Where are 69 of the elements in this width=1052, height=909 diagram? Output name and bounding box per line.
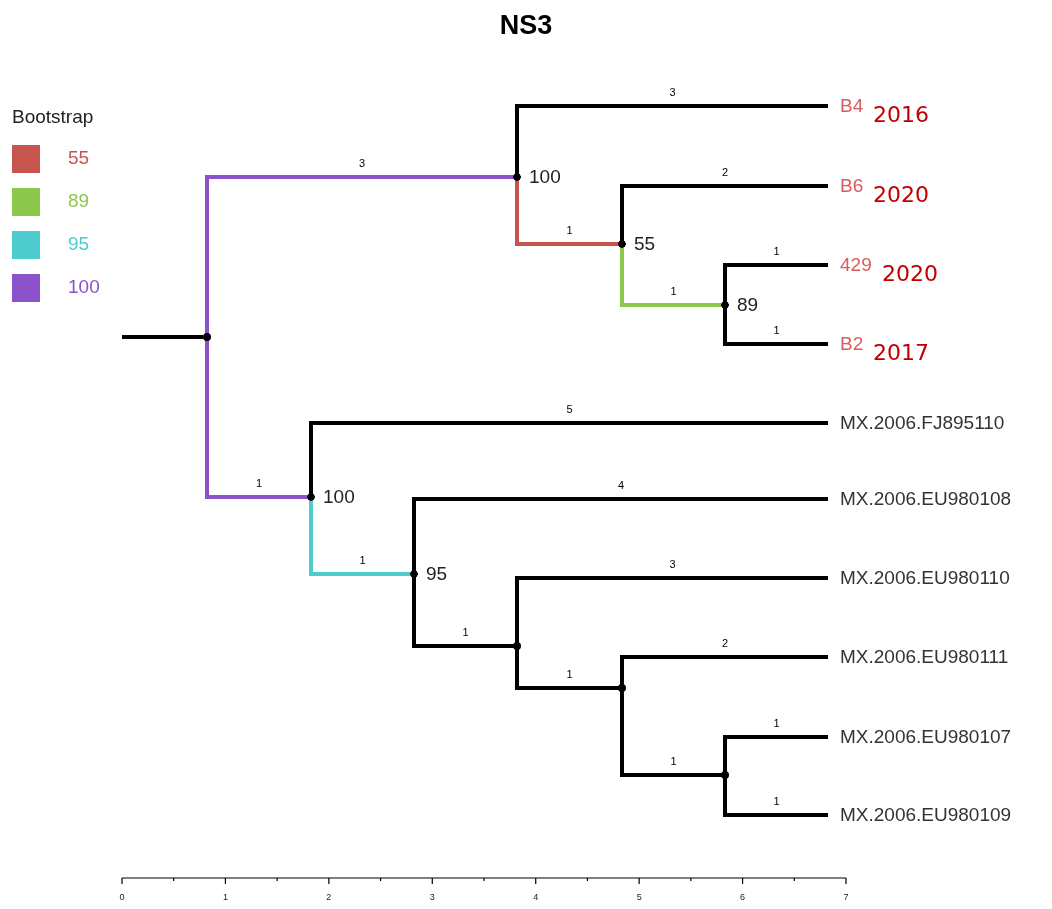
taxon-label: MX.2006.EU980108 (828, 486, 1012, 512)
branch-length-label: 1 (772, 245, 781, 258)
tree-branch (515, 576, 828, 643)
node-dot (203, 333, 211, 341)
tree-branch (412, 497, 828, 571)
year-label: 2016 (873, 102, 929, 127)
branch-length-label: 1 (669, 285, 678, 298)
tree-branch (723, 308, 828, 346)
title: NS3 (498, 10, 554, 41)
year-label: 2020 (882, 261, 938, 286)
axis-tick-label: 4 (533, 892, 539, 902)
legend-title: Bootstrap (12, 106, 94, 128)
taxon-label: MX.2006.EU980110 (828, 565, 1010, 591)
branch-length-label: 1 (254, 477, 264, 490)
tree-branch (309, 421, 828, 494)
branch-length-label: 1 (772, 717, 781, 730)
tree-branch (620, 247, 722, 307)
branch-length-label: 3 (668, 86, 677, 99)
branch-length-label: 3 (357, 157, 367, 170)
tree-branch (412, 577, 514, 648)
tree-branch (620, 655, 828, 685)
tree-branch (205, 340, 308, 499)
tree-branch (515, 180, 619, 246)
branch-length-label: 3 (668, 558, 677, 571)
branch-length-label: 4 (616, 479, 626, 492)
branch-length-label: 1 (358, 554, 367, 567)
branch-length-label: 2 (720, 637, 730, 650)
branch-length-label: 1 (565, 668, 574, 681)
axis-tick-label: 2 (326, 892, 332, 902)
legend-label: 100 (68, 276, 100, 298)
axis-tick-label: 1 (222, 892, 228, 902)
tree-branch (723, 263, 828, 302)
node-dot (618, 684, 626, 692)
taxon-label: MX.2006.EU980107 (828, 724, 1012, 750)
axis-tick-label: 6 (740, 892, 746, 902)
axis-tick-label: 7 (843, 892, 849, 902)
tree-branch (723, 778, 828, 817)
node-dot (721, 771, 729, 779)
branch-length-label: 2 (720, 166, 730, 179)
legend-label: 89 (68, 190, 90, 212)
taxon-label: MX.2006.FJ895110 (828, 410, 1005, 436)
taxon-label: 429 (828, 252, 872, 278)
axis-tick-label: 5 (636, 892, 642, 902)
tree-branch (515, 104, 828, 174)
branch-length-label: 1 (772, 324, 781, 337)
node-dot (513, 642, 521, 650)
tree-branch (620, 691, 722, 777)
taxon-label: B6 (828, 173, 864, 199)
taxon-label: MX.2006.EU980109 (828, 802, 1012, 828)
legend-label: 95 (68, 233, 90, 255)
tree-branch (122, 335, 203, 339)
branch-length-label: 1 (565, 224, 574, 237)
tree-branch (309, 500, 411, 576)
taxon-label: B2 (828, 331, 864, 357)
tree-branch (205, 175, 514, 334)
year-label: 2020 (873, 182, 929, 207)
axis-tick-label: 0 (119, 892, 125, 902)
tree-branch (620, 184, 828, 241)
taxon-label: MX.2006.EU980111 (828, 644, 1009, 670)
axis-tick-label: 3 (429, 892, 435, 902)
taxon-label: B4 (828, 93, 864, 119)
branch-length-label: 1 (669, 755, 678, 768)
branch-length-label: 1 (772, 795, 781, 808)
legend-label: 55 (68, 147, 90, 169)
branch-length-label: 5 (565, 403, 574, 416)
year-label: 2017 (873, 340, 929, 365)
tree-branch (723, 735, 828, 772)
branch-length-label: 1 (461, 626, 470, 639)
tree-branch (515, 649, 619, 690)
